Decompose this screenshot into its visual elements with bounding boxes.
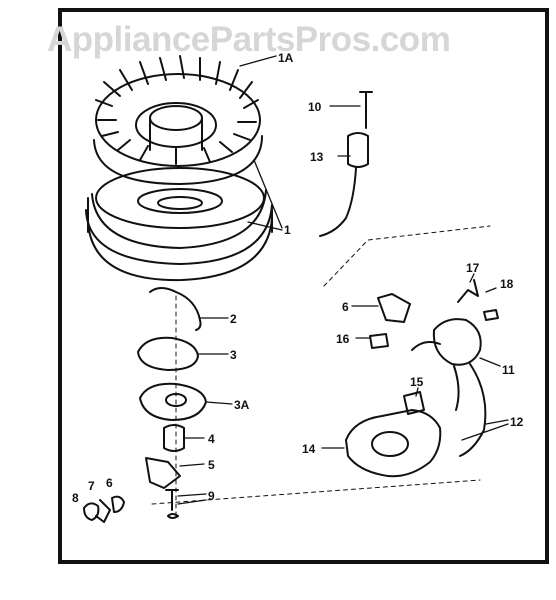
small-parts-left xyxy=(83,495,125,523)
label-8: 8 xyxy=(72,491,79,505)
label-7: 7 xyxy=(88,479,95,493)
diagram-frame xyxy=(58,8,549,564)
breaker-housing xyxy=(345,409,442,478)
label-2: 2 xyxy=(230,312,237,326)
breaker-points xyxy=(145,457,181,489)
label-16: 16 xyxy=(336,332,350,346)
flywheel xyxy=(85,167,273,282)
label-12: 12 xyxy=(510,415,524,429)
watermark: AppliancePartsPros.com xyxy=(47,20,451,59)
label-11: 11 xyxy=(502,363,515,377)
breaker-plate xyxy=(139,382,207,421)
label-14: 14 xyxy=(302,442,316,456)
label-3a: 3A xyxy=(234,398,250,412)
coil-leads xyxy=(453,363,487,457)
label-6: 6 xyxy=(106,476,113,490)
flywheel-fins xyxy=(93,55,263,185)
label-5: 5 xyxy=(208,458,215,472)
label-18: 18 xyxy=(500,277,514,291)
label-13: 13 xyxy=(310,150,324,164)
label-1a: 1A xyxy=(278,51,294,65)
spring-17 xyxy=(457,279,479,303)
ground-wire xyxy=(319,167,357,237)
dust-cover xyxy=(137,336,199,371)
label-17: 17 xyxy=(466,261,480,275)
label-4: 4 xyxy=(208,432,215,446)
label-3: 3 xyxy=(230,348,237,362)
ignition-coil xyxy=(432,318,482,366)
label-1: 1 xyxy=(284,223,291,237)
label-9: 9 xyxy=(208,489,215,503)
bracket xyxy=(377,293,411,323)
screw-10 xyxy=(359,91,373,129)
label-6b: 6 xyxy=(342,300,349,314)
clip-16 xyxy=(369,333,389,349)
tab-18 xyxy=(483,309,499,321)
label-15: 15 xyxy=(410,375,424,389)
condenser xyxy=(403,391,425,415)
label-10: 10 xyxy=(308,100,322,114)
ground-terminal xyxy=(347,132,369,168)
wire-clip xyxy=(149,287,202,331)
sleeve xyxy=(163,424,185,452)
